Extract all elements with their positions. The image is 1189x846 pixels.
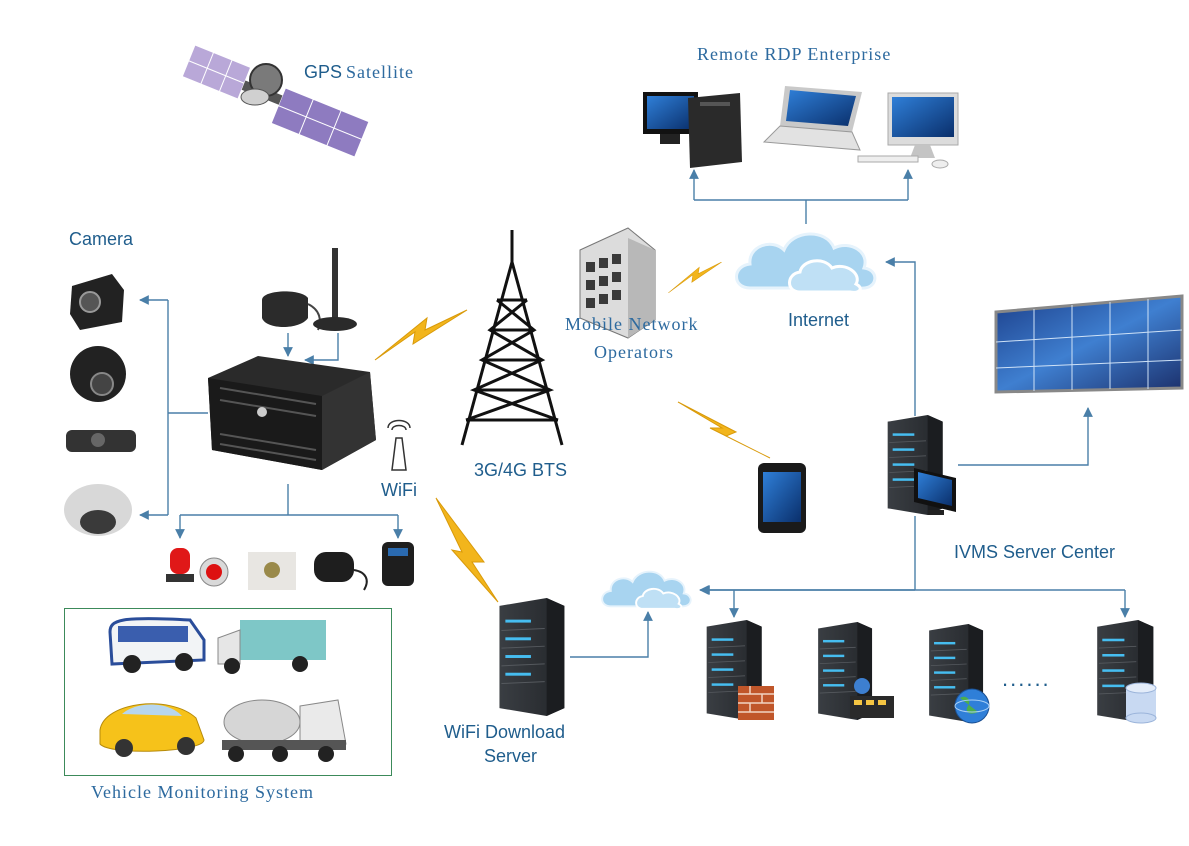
camera-icon — [66, 430, 136, 452]
mobile-network-label-line1: Mobile Network — [565, 314, 699, 334]
globe-icon — [954, 688, 990, 724]
bus-icon — [108, 617, 206, 673]
mixer-truck-icon — [222, 699, 347, 762]
office-building-icon — [579, 227, 656, 339]
wifi-antenna-icon — [387, 419, 411, 471]
ivms-server-center-label: IVMS Server Center — [954, 542, 1116, 562]
sensor-icon — [248, 552, 296, 590]
ellipsis-label: ...... — [1002, 666, 1051, 691]
firewall-icon — [738, 686, 774, 720]
cell-tower-icon — [460, 230, 564, 446]
4g-antenna-icon — [313, 248, 357, 331]
car-icon — [99, 703, 205, 757]
vehicle-monitoring-box — [64, 608, 392, 776]
gps-satellite-label: GPS Satellite — [304, 62, 414, 83]
panic-button-icon — [199, 557, 229, 587]
mdvr-device-icon — [208, 356, 376, 470]
internet-label: Internet — [788, 310, 850, 330]
laptop-icon — [762, 86, 862, 151]
smartphone-icon — [758, 463, 806, 533]
mobile-network-label-line2: Operators — [594, 342, 674, 362]
monitor-icon — [914, 468, 956, 515]
handset-icon — [382, 542, 414, 586]
gps-satellite-bold: GPS — [304, 62, 343, 82]
microphone-icon — [314, 552, 368, 591]
server-icon — [498, 598, 565, 716]
camera-label: Camera — [69, 229, 134, 249]
imac-icon — [857, 92, 959, 169]
truck-icon — [217, 620, 326, 674]
vehicle-monitoring-label: Vehicle Monitoring System — [91, 782, 314, 802]
wifi-download-label-line2: Server — [484, 746, 538, 766]
wifi-label: WiFi — [381, 480, 417, 500]
remote-rdp-label: Remote RDP Enterprise — [697, 44, 892, 64]
database-icon — [1125, 682, 1157, 724]
desktop-computer-icon — [643, 92, 742, 168]
satellite-icon — [181, 44, 370, 158]
cloud-icon — [601, 570, 692, 611]
camera-icon — [70, 346, 126, 402]
lightning-icon — [677, 401, 771, 459]
lightning-icon — [374, 309, 468, 361]
camera-icon — [70, 274, 124, 330]
media-icon — [850, 678, 894, 718]
camera-icon — [64, 484, 132, 536]
video-wall-icon — [994, 294, 1184, 394]
internet-cloud-icon — [734, 232, 877, 294]
lightning-icon — [667, 262, 723, 294]
lightning-icon — [435, 497, 499, 603]
bts-label: 3G/4G BTS — [474, 460, 568, 480]
alarm-light-icon — [166, 548, 194, 582]
gps-satellite-rest: Satellite — [346, 62, 414, 82]
gps-antenna-icon — [262, 291, 321, 331]
wifi-download-label-line1: WiFi Download — [444, 722, 566, 742]
